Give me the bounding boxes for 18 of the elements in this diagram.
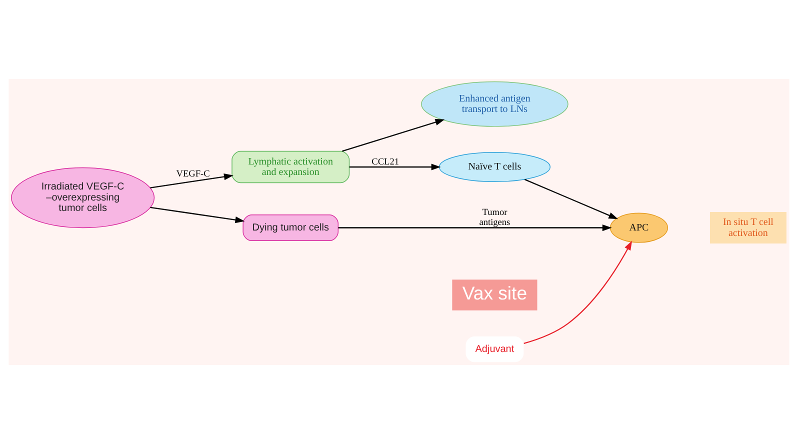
arrow [524, 178, 618, 220]
arrow [150, 174, 234, 188]
edge-label: CCL21 [372, 157, 399, 168]
node-box: Dying tumor cells [242, 214, 338, 241]
arrow [524, 240, 632, 344]
edge-label: Tumor antigens [479, 208, 510, 228]
label: In situ T cell activation [722, 217, 774, 239]
node-ellipse: APC [610, 212, 668, 243]
node-box: Adjuvant [466, 336, 524, 362]
node-box: Lymphatic activation and expansion [232, 150, 350, 184]
arrow [349, 164, 441, 170]
arrow [338, 224, 612, 232]
arrow [342, 119, 445, 152]
node-ellipse: Irradiated VEGF-C –overexpressing tumor cells [11, 167, 155, 228]
arrow [150, 206, 245, 224]
edge-label: VEGF-C [176, 170, 210, 180]
node-ellipse: Naïve T cells [438, 152, 550, 182]
label: Vax site [462, 282, 528, 304]
